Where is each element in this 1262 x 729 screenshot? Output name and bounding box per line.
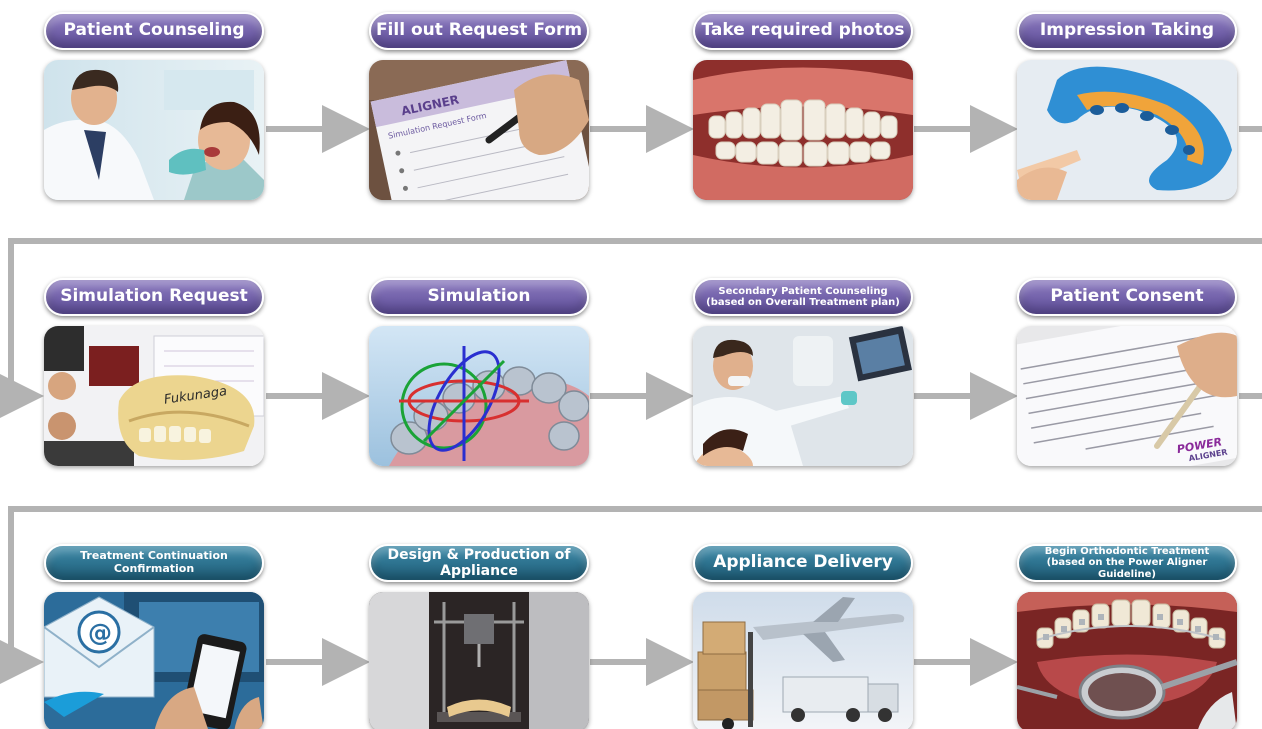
dentist-examining-patient-photo <box>44 60 264 200</box>
step-title-pill: Take required photos <box>693 12 913 50</box>
step-title-line-1: Secondary Patient Counseling <box>718 285 888 297</box>
step-title: Fill out Request Form <box>375 20 583 41</box>
step-title-pill: Impression Taking <box>1017 12 1237 50</box>
step-title-line-1: Begin Orthodontic Treatment <box>1044 545 1210 557</box>
dentist-showing-screen-photo <box>693 326 913 466</box>
step-title-line-2: Confirmation <box>113 562 195 575</box>
step-title: Patient Counseling <box>63 20 245 41</box>
step-title: Simulation Request <box>60 286 248 307</box>
step-title: Simulation <box>427 286 531 307</box>
step-title-pill: Appliance Delivery <box>693 544 913 582</box>
3d-printer-photo <box>369 592 589 729</box>
step-title-line-2: (based on Overall Treatment plan) <box>706 297 900 308</box>
step-title: Take required photos <box>701 20 905 41</box>
orthodontic-braces-mirror-photo <box>1017 592 1237 729</box>
email-on-phone-photo: @ <box>44 592 264 729</box>
teeth-smile-photo <box>693 60 913 200</box>
step-title: Impression Taking <box>1039 20 1215 41</box>
step-title-pill: Patient Consent <box>1017 278 1237 316</box>
dental-impression-tray-photo <box>1017 60 1237 200</box>
step-title: Appliance Delivery <box>713 552 893 573</box>
step-title-line-1: Treatment Continuation <box>80 549 228 563</box>
airplane-truck-boxes-photo <box>693 592 913 729</box>
dental-model-and-xrays-photo: Fukunaga <box>44 326 264 466</box>
step-title-pill: Simulation Request <box>44 278 264 316</box>
step-title-line-2: (based on the Power Aligner Guideline) <box>1046 557 1208 580</box>
step-title-pill: Begin Orthodontic Treatment (based on th… <box>1017 544 1237 582</box>
step-title: Patient Consent <box>1050 286 1204 307</box>
request-form-photo: ALIGNER Simulation Request Form <box>369 60 589 200</box>
step-title-pill: Fill out Request Form <box>369 12 589 50</box>
step-title-pill: Secondary Patient Counseling (based on O… <box>693 278 913 316</box>
step-title-pill: Simulation <box>369 278 589 316</box>
consent-form-signing-photo: POWER ALIGNER <box>1017 326 1237 466</box>
3d-teeth-simulation-photo <box>369 326 589 466</box>
step-title-pill: Treatment Continuation Confirmation <box>44 544 264 582</box>
step-title-line-2: Appliance <box>440 563 518 579</box>
step-title-line-1: Design & Production of <box>387 546 571 563</box>
step-title-pill: Design & Production of Appliance <box>369 544 589 582</box>
step-title-pill: Patient Counseling <box>44 12 264 50</box>
svg-text:@: @ <box>88 619 112 647</box>
